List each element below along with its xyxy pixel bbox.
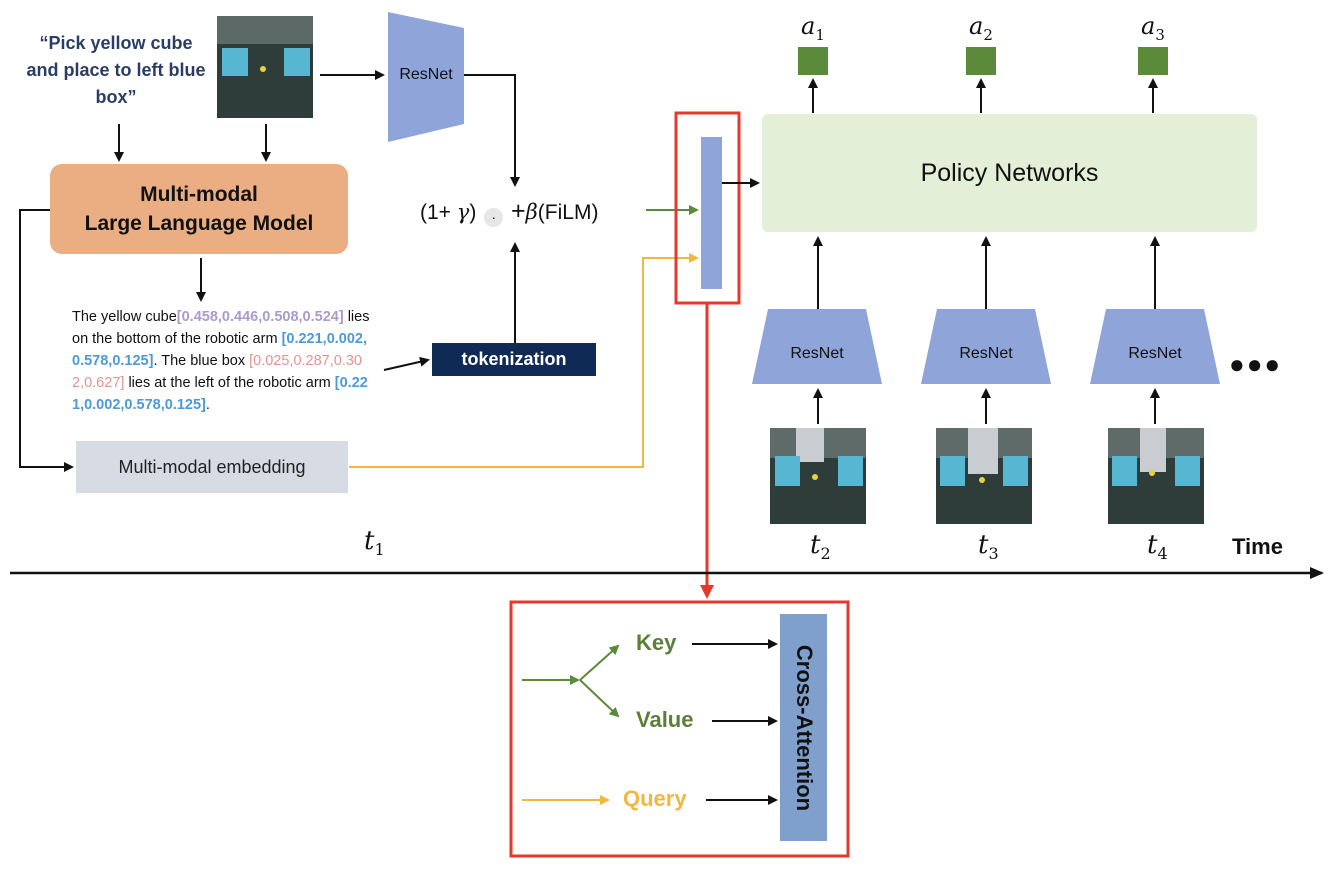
arrow-text-to-token	[383, 356, 430, 371]
time-axis-label: Time	[1232, 534, 1283, 559]
film-suffix: (FiLM)	[537, 201, 599, 224]
desc-part-5: .	[205, 397, 210, 413]
arrow-to-key	[579, 644, 620, 681]
observation-image-t4	[1108, 428, 1204, 524]
desc-part-2: lies on the bottom of the robotic arm	[72, 309, 370, 347]
resnet-block-t4	[1090, 309, 1220, 384]
arrow-embedding-to-fusion	[349, 253, 699, 468]
grounding-description: The yellow cube[0.458,0.446,0.508,0.524]…	[72, 306, 372, 416]
resnet-block-t3	[921, 309, 1051, 384]
desc-part-4: lies at the left of the robotic arm	[124, 375, 335, 391]
mllm-label-line1: Multi-modal	[140, 183, 258, 206]
film-close: )	[469, 201, 477, 224]
film-dot: ·	[484, 208, 504, 227]
value-label: Value	[636, 707, 694, 732]
timestep-label-3: t3	[978, 530, 999, 564]
desc-part-1: The yellow cube	[72, 309, 177, 325]
action-box-2	[966, 47, 996, 75]
desc-bbox-3: [0.025,0.287,0.302,0.627]	[72, 353, 362, 391]
arrow-resnet-to-film	[464, 74, 520, 187]
instruction-text: “Pick yellow cube and place to left blue…	[26, 33, 206, 107]
film-formula: (1+ γ) · +β(FiLM)	[420, 197, 598, 227]
action-label-3: a3	[1141, 12, 1165, 44]
resnet-block-t2	[752, 309, 882, 384]
arrow-to-value	[579, 679, 620, 718]
observation-image-t2	[770, 428, 866, 524]
observation-image-t3	[936, 428, 1032, 524]
resnet-label-t4: ResNet	[1128, 345, 1182, 362]
multimodal-embedding-block: Multi-modal embedding	[76, 441, 348, 493]
timestep-label-2: t2	[810, 530, 831, 564]
attention-panel	[509, 600, 850, 858]
key-label: Key	[636, 630, 677, 655]
desc-bbox-1: [0.458,0.446,0.508,0.524]	[176, 309, 344, 325]
cross-attention-label: Cross-Attention	[791, 644, 817, 811]
fusion-bar	[701, 137, 722, 289]
desc-bbox-2: [0.221,0.002,0.578,0.125]	[72, 331, 368, 369]
timestep-label-1: t1	[364, 526, 385, 560]
action-box-1	[798, 47, 828, 75]
film-gamma: γ	[456, 200, 470, 224]
film-beta: β	[525, 200, 538, 224]
resnet-top-label: ResNet	[399, 66, 453, 83]
action-label-1: a1	[801, 12, 825, 44]
cross-attention-block: Cross-Attention	[780, 614, 827, 841]
resnet-label-t3: ResNet	[959, 345, 1013, 362]
action-label-2: a2	[969, 12, 993, 44]
tokenization-block: tokenization	[432, 343, 596, 376]
film-plus: +	[511, 197, 526, 225]
mllm-block: Multi-modal Large Language Model	[50, 164, 348, 254]
film-open: (1+	[420, 201, 451, 224]
ellipsis-dots: ●●●	[1229, 349, 1283, 379]
action-box-3	[1138, 47, 1168, 75]
arrow-mllm-to-embedding	[19, 209, 74, 472]
query-label: Query	[623, 786, 687, 811]
desc-part-3: . The blue box	[153, 353, 250, 369]
resnet-top-block	[388, 12, 464, 142]
timestep-label-4: t4	[1147, 530, 1168, 564]
desc-bbox-4: [0.221,0.002,0.578,0.125]	[72, 375, 368, 413]
resnet-label-t2: ResNet	[790, 345, 844, 362]
input-image	[217, 16, 313, 118]
mllm-label-line2: Large Language Model	[84, 212, 314, 235]
policy-networks-block: Policy Networks	[762, 114, 1257, 232]
